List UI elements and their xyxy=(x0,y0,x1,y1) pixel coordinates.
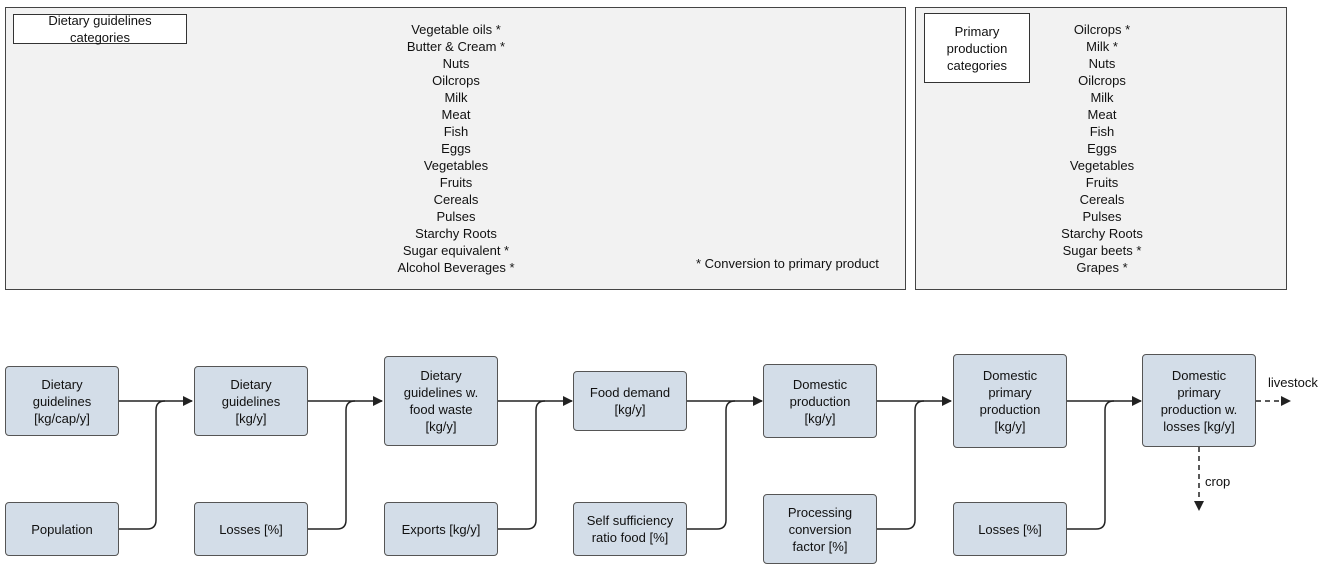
node-text: Domestic xyxy=(982,368,1038,383)
exports-node[interactable]: Exports [kg/y] xyxy=(384,502,498,556)
primary-title-line: categories xyxy=(947,57,1007,73)
primary-category-item: Starchy Roots xyxy=(1061,226,1143,241)
primary-category-item: Cereals xyxy=(1079,192,1125,207)
node-text: production xyxy=(789,393,851,409)
node-text: Population xyxy=(31,521,93,537)
node-text: Losses [%] xyxy=(978,521,1042,537)
dietary-guidelines-food-waste-node[interactable]: Dietary guidelines w. food waste [kg/y] xyxy=(384,356,498,446)
dietary-category-item: Vegetables xyxy=(423,158,489,173)
node-text: Self sufficiency xyxy=(586,513,674,528)
domestic-primary-production-node[interactable]: Domestic primary production [kg/y] xyxy=(953,354,1067,448)
primary-title-line: production xyxy=(946,40,1008,56)
node-text: [kg/y] xyxy=(235,410,267,426)
self-sufficiency-node[interactable]: Self sufficiency ratio food [%] xyxy=(573,502,687,556)
node-text: losses [kg/y] xyxy=(1163,418,1235,434)
node-text: Dietary xyxy=(230,376,272,392)
dietary-category-item: Fruits xyxy=(439,175,473,190)
join-line xyxy=(308,400,356,530)
primary-production-panel: Primary production categories Oilcrops *… xyxy=(915,7,1287,290)
node-text: guidelines xyxy=(221,393,281,409)
domestic-primary-production-losses-node[interactable]: Domestic primary production w. losses [k… xyxy=(1142,354,1256,447)
primary-category-item: Meat xyxy=(1087,107,1117,122)
primary-losses-node[interactable]: Losses [%] xyxy=(953,502,1067,556)
primary-category-item: Nuts xyxy=(1088,56,1116,71)
node-text: [kg/y] xyxy=(994,419,1026,434)
node-text: conversion xyxy=(788,521,852,537)
losses-node[interactable]: Losses [%] xyxy=(194,502,308,556)
node-text: Domestic xyxy=(792,376,848,392)
dietary-category-item: Cereals xyxy=(433,192,479,207)
dietary-category-item: Butter & Cream * xyxy=(406,39,506,54)
join-line xyxy=(1066,400,1115,530)
join-line xyxy=(497,400,546,530)
primary-category-item: Oilcrops * xyxy=(1073,22,1131,37)
node-text: production xyxy=(979,402,1041,417)
node-text: ratio food [%] xyxy=(591,530,669,545)
dietary-category-item: Meat xyxy=(441,107,471,122)
population-node[interactable]: Population xyxy=(5,502,119,556)
domestic-production-node[interactable]: Domestic production [kg/y] xyxy=(763,364,877,438)
primary-category-item: Grapes * xyxy=(1076,260,1128,275)
node-text: [kg/cap/y] xyxy=(34,410,90,426)
dietary-category-item: Milk xyxy=(444,90,468,105)
conversion-note: * Conversion to primary product xyxy=(696,256,879,271)
node-text: [kg/y] xyxy=(614,402,646,417)
primary-category-item: Eggs xyxy=(1087,141,1117,156)
dietary-guidelines-title: Dietary guidelines categories xyxy=(13,13,187,45)
node-text: Exports [kg/y] xyxy=(401,521,481,537)
node-text: [kg/y] xyxy=(425,419,457,434)
dietary-category-item: Oilcrops xyxy=(432,73,480,88)
food-demand-node[interactable]: Food demand [kg/y] xyxy=(573,371,687,431)
dietary-guidelines-per-capita-node[interactable]: Dietary guidelines [kg/cap/y] xyxy=(5,366,119,436)
node-text: guidelines xyxy=(32,393,92,409)
node-text: [kg/y] xyxy=(804,410,836,426)
primary-category-item: Pulses xyxy=(1082,209,1122,224)
dietary-category-item: Nuts xyxy=(442,56,470,71)
dietary-guidelines-node[interactable]: Dietary guidelines [kg/y] xyxy=(194,366,308,436)
node-text: primary xyxy=(1177,384,1221,400)
dietary-category-item: Eggs xyxy=(441,141,471,156)
node-text: Losses [%] xyxy=(219,521,283,537)
primary-category-item: Oilcrops xyxy=(1078,73,1126,88)
dietary-guidelines-panel: Dietary guidelines categories Vegetable … xyxy=(5,7,906,290)
primary-category-item: Sugar beets * xyxy=(1062,243,1142,258)
node-text: Food demand xyxy=(589,385,671,400)
join-line xyxy=(118,400,166,530)
join-line xyxy=(877,400,925,530)
dietary-category-item: Pulses xyxy=(436,209,476,224)
dietary-category-item: Alcohol Beverages * xyxy=(397,260,515,275)
crop-label: crop xyxy=(1205,474,1231,489)
dietary-category-item: Fish xyxy=(443,124,469,139)
node-text: Domestic xyxy=(1171,367,1227,383)
processing-conversion-node[interactable]: Processing conversion factor [%] xyxy=(763,494,877,564)
primary-production-title: Primary production categories xyxy=(924,13,1030,83)
node-text: guidelines w. xyxy=(403,385,479,400)
primary-title-line: Primary xyxy=(954,23,1000,39)
node-text: production w. xyxy=(1160,401,1238,417)
livestock-label: livestock xyxy=(1268,375,1318,390)
dietary-category-item: Starchy Roots xyxy=(415,226,497,241)
node-text: primary xyxy=(988,385,1032,400)
primary-category-item: Vegetables xyxy=(1069,158,1135,173)
primary-category-item: Milk * xyxy=(1086,39,1118,54)
dietary-category-item: Vegetable oils * xyxy=(411,22,501,37)
dietary-category-item: Sugar equivalent * xyxy=(402,243,510,258)
node-text: Processing xyxy=(787,504,853,520)
node-text: Dietary xyxy=(41,376,83,392)
node-text: food waste xyxy=(409,402,473,417)
primary-category-item: Fish xyxy=(1089,124,1115,139)
node-text: factor [%] xyxy=(792,538,848,554)
join-line xyxy=(687,400,736,530)
primary-category-item: Milk xyxy=(1090,90,1114,105)
primary-category-item: Fruits xyxy=(1085,175,1119,190)
node-text: Dietary xyxy=(420,368,462,383)
